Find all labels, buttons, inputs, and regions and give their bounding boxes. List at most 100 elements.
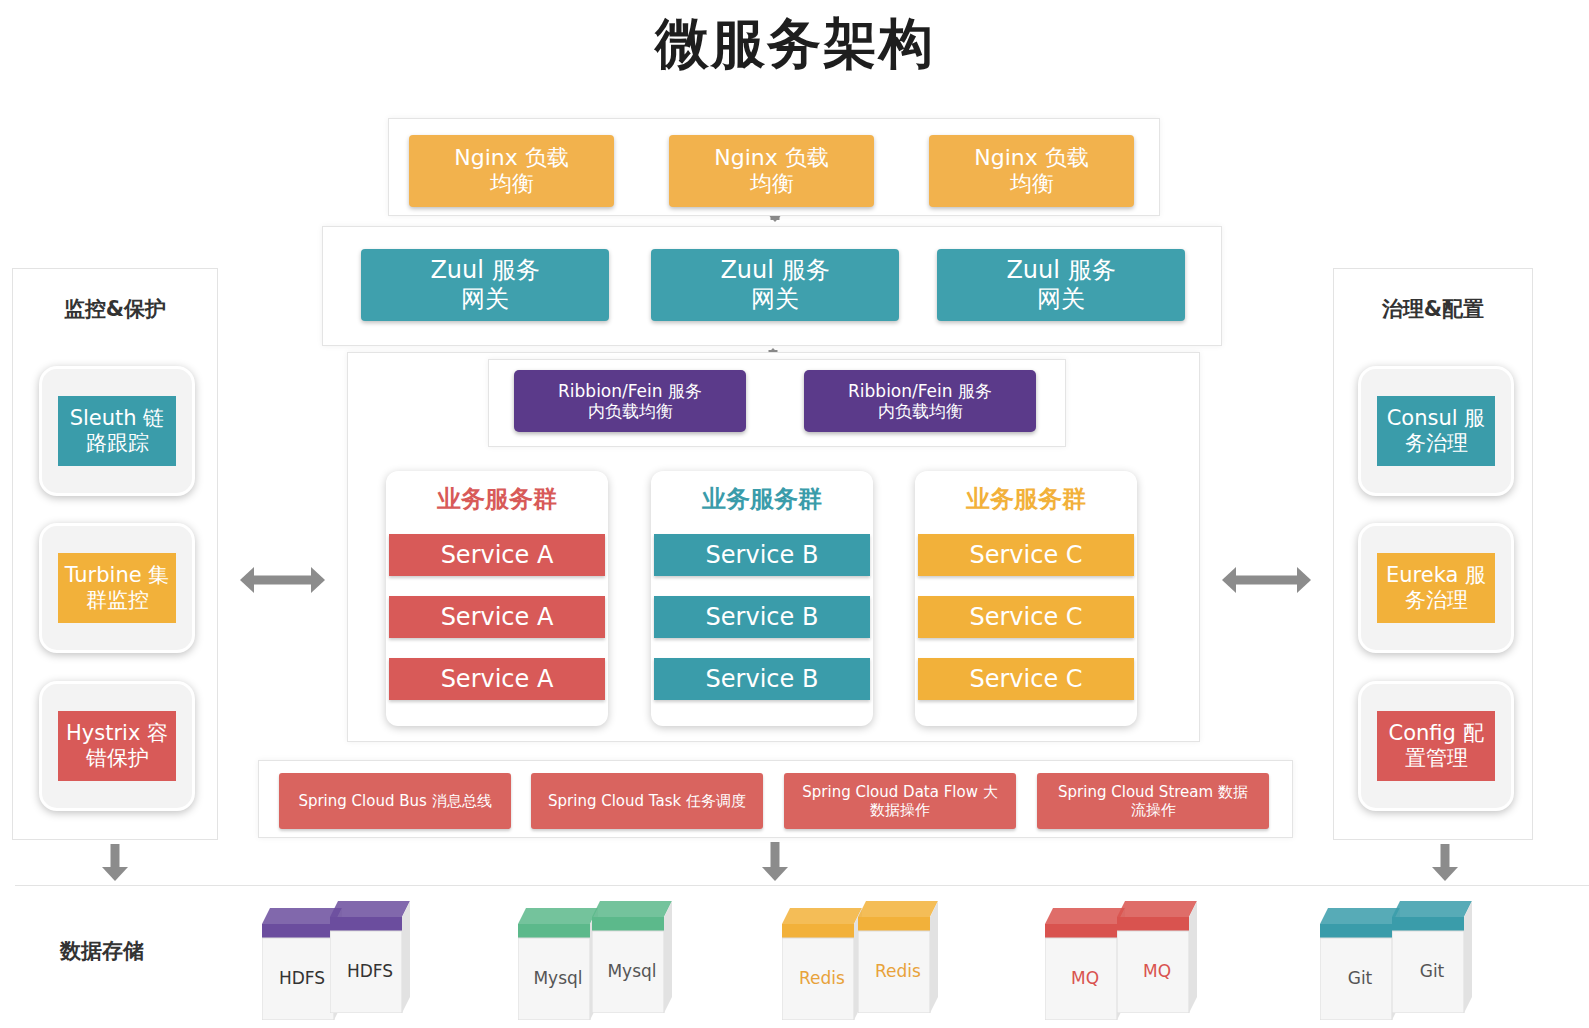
node-label: Ribbion/Fein 服务内负载均衡 <box>840 381 1000 422</box>
cube-shape <box>330 901 410 1013</box>
node-label: Nginx 负载均衡 <box>452 145 572 198</box>
gateway-box: Zuul 服务网关 <box>651 249 899 321</box>
service-group: 业务服务群 Service B Service B Service B <box>651 471 873 726</box>
node-label: Consul 服务治理 <box>1377 396 1495 466</box>
gateway-box: Zuul 服务网关 <box>361 249 609 321</box>
storage-band: 数据存储HDFSHDFSMysqlMysqlRedisRedisMQMQGitG… <box>15 885 1589 1028</box>
node-label: Redis <box>799 968 845 988</box>
node-label: 监控&保护 <box>64 297 166 322</box>
node-label: Sleuth 链路跟踪 <box>58 396 176 466</box>
governance-card: Config 配置管理 <box>1358 681 1514 811</box>
service-box: Service B <box>654 596 870 638</box>
service-group: 业务服务群 Service C Service C Service C <box>915 471 1137 726</box>
node-label: Zuul 服务网关 <box>710 256 840 314</box>
node-label: 业务服务群 <box>437 485 557 514</box>
node-label: Spring Cloud Stream 数据流操作 <box>1053 783 1253 819</box>
cube-shape <box>518 908 598 1020</box>
gateway-band: Zuul 服务网关 Zuul 服务网关 Zuul 服务网关 <box>322 226 1222 346</box>
cube-shape <box>1320 908 1400 1020</box>
monitor-card: Sleuth 链路跟踪 <box>39 366 195 496</box>
cube-shape <box>592 901 672 1013</box>
flow-arrow <box>240 567 325 593</box>
node-label: HDFS <box>347 961 393 981</box>
load-balancer-box: Nginx 负载均衡 <box>669 135 874 207</box>
gateway-box: Zuul 服务网关 <box>937 249 1185 321</box>
cube-shape <box>1117 901 1197 1013</box>
node-label: Service A <box>441 603 554 632</box>
node-label: Service A <box>441 541 554 570</box>
service-box: Service A <box>389 658 605 700</box>
node-label: 治理&配置 <box>1382 297 1484 322</box>
client-lb-box: Ribbion/Fein 服务内负载均衡 <box>804 370 1036 432</box>
node-label: Ribbion/Fein 服务内负载均衡 <box>550 381 710 422</box>
node-label: Service B <box>706 665 819 694</box>
node-label: Service A <box>441 665 554 694</box>
node-label: 数据存储 <box>60 939 144 964</box>
diagram-title: 微服务架构 <box>0 8 1589 81</box>
load-balancer-box: Nginx 负载均衡 <box>929 135 1134 207</box>
node-label: Zuul 服务网关 <box>996 256 1126 314</box>
monitor-card: Turbine 集群监控 <box>39 523 195 653</box>
service-band: Ribbion/Fein 服务内负载均衡Ribbion/Fein 服务内负载均衡… <box>347 352 1200 742</box>
governance-card: Consul 服务治理 <box>1358 366 1514 496</box>
node-label: HDFS <box>279 968 325 988</box>
storage-cube: Redis <box>858 901 938 1013</box>
spring-band: Spring Cloud Bus 消息总线 Spring Cloud Task 任… <box>258 760 1293 838</box>
spring-module-box: Spring Cloud Bus 消息总线 <box>279 773 511 829</box>
node-label: Zuul 服务网关 <box>420 256 550 314</box>
service-box: Service C <box>918 658 1134 700</box>
node-label: Eureka 服务治理 <box>1377 553 1495 623</box>
service-group: 业务服务群 Service A Service A Service A <box>386 471 608 726</box>
governance-card: Eureka 服务治理 <box>1358 523 1514 653</box>
nginx-band: Nginx 负载均衡 Nginx 负载均衡 Nginx 负载均衡 <box>388 118 1160 216</box>
node-label: MQ <box>1143 961 1171 981</box>
storage-cube: Mysql <box>592 901 672 1013</box>
storage-cube: MQ <box>1117 901 1197 1013</box>
service-box: Service B <box>654 534 870 576</box>
cube-shape <box>1392 901 1472 1013</box>
storage-cube: Git <box>1392 901 1472 1013</box>
monitor-card: Hystrix 容错保护 <box>39 681 195 811</box>
spring-module-box: Spring Cloud Data Flow 大数据操作 <box>784 773 1016 829</box>
cube-shape <box>1045 908 1125 1020</box>
storage-cube: Mysql <box>518 908 598 1020</box>
node-label: Service B <box>706 541 819 570</box>
cube-shape <box>858 901 938 1013</box>
service-box: Service C <box>918 596 1134 638</box>
spring-module-box: Spring Cloud Stream 数据流操作 <box>1037 773 1269 829</box>
node-label: Service C <box>969 665 1082 694</box>
node-label: 业务服务群 <box>966 485 1086 514</box>
flow-arrow <box>1222 567 1311 593</box>
flow-arrow <box>762 842 788 881</box>
service-box: Service A <box>389 534 605 576</box>
node-label: MQ <box>1071 968 1099 988</box>
node-label: Git <box>1420 961 1445 981</box>
service-box: Service A <box>389 596 605 638</box>
client-lb-band: Ribbion/Fein 服务内负载均衡 Ribbion/Fein 服务内负载均衡 <box>488 359 1066 447</box>
service-box: Service C <box>918 534 1134 576</box>
node-label: Config 配置管理 <box>1377 711 1495 781</box>
node-label: Git <box>1348 968 1373 988</box>
node-label: Service B <box>706 603 819 632</box>
service-box: Service B <box>654 658 870 700</box>
node-label: 业务服务群 <box>702 485 822 514</box>
node-label: Turbine 集群监控 <box>58 553 176 623</box>
node-label: Nginx 负载均衡 <box>712 145 832 198</box>
node-label: Mysql <box>533 968 582 988</box>
spring-module-box: Spring Cloud Task 任务调度 <box>531 773 763 829</box>
node-label: Nginx 负载均衡 <box>972 145 1092 198</box>
storage-cube: MQ <box>1045 908 1125 1020</box>
monitor-panel: 监控&保护 Sleuth 链路跟踪 Turbine 集群监控 Hystrix 容错保护 <box>12 268 218 840</box>
storage-cube: Redis <box>782 908 862 1020</box>
node-label: Spring Cloud Data Flow 大数据操作 <box>800 783 1000 819</box>
node-label: Service C <box>969 541 1082 570</box>
node-label: Spring Cloud Task 任务调度 <box>548 792 746 810</box>
storage-cube: HDFS <box>330 901 410 1013</box>
node-label: Hystrix 容错保护 <box>58 711 176 781</box>
node-label: Redis <box>875 961 921 981</box>
flow-arrow <box>1432 844 1458 881</box>
node-label: Service C <box>969 603 1082 632</box>
storage-cube: Git <box>1320 908 1400 1020</box>
flow-arrow <box>102 844 128 881</box>
governance-panel: 治理&配置 Consul 服务治理 Eureka 服务治理 Config 配置管理 <box>1333 268 1533 840</box>
